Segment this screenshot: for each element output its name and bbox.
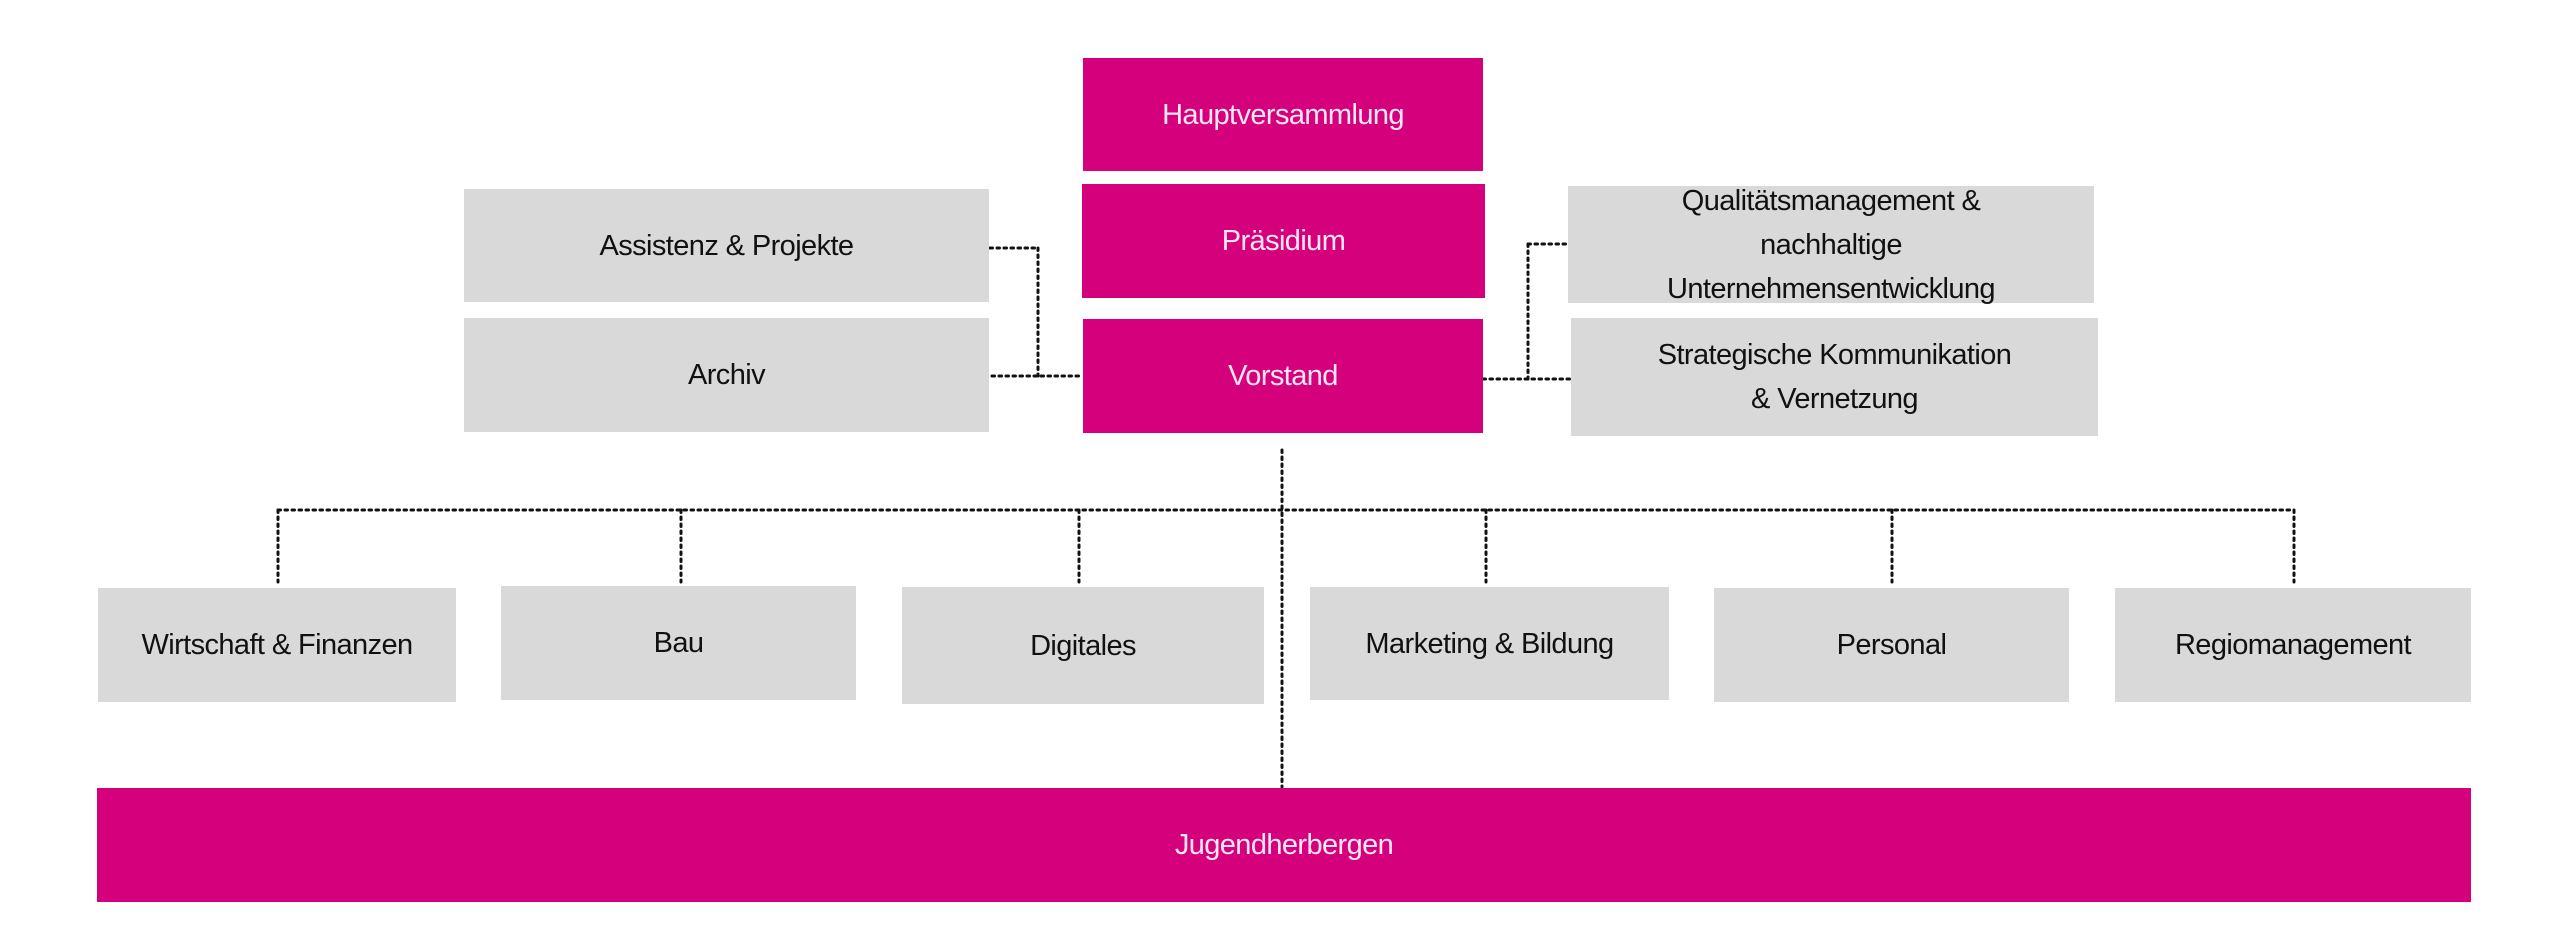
node-label: Vorstand bbox=[1228, 360, 1338, 392]
node-hauptversammlung: Hauptversammlung bbox=[1083, 58, 1483, 171]
node-praesidium: Präsidium bbox=[1082, 184, 1485, 298]
node-label: Archiv bbox=[688, 359, 766, 391]
node-label: Regiomanagement bbox=[2174, 629, 2412, 661]
node-bau: Bau bbox=[501, 586, 856, 700]
node-label: Strategische Kommunikation & Vernetzung bbox=[1657, 339, 2012, 415]
node-personal: Personal bbox=[1714, 588, 2069, 702]
node-assistenz-projekte: Assistenz & Projekte bbox=[464, 189, 989, 302]
node-marketing-bildung: Marketing & Bildung bbox=[1310, 587, 1669, 700]
node-archiv: Archiv bbox=[464, 318, 989, 432]
node-label: Präsidium bbox=[1221, 225, 1346, 257]
node-wirtschaft-finanzen: Wirtschaft & Finanzen bbox=[98, 588, 456, 702]
node-label: Hauptversammlung bbox=[1162, 98, 1404, 131]
node-qualitaetsmanagement: Qualitätsmanagement & nachhaltige Untern… bbox=[1568, 185, 2094, 305]
node-digitales: Digitales bbox=[902, 587, 1264, 704]
node-vorstand: Vorstand bbox=[1083, 319, 1483, 433]
node-label: Jugendherbergen bbox=[1174, 829, 1394, 861]
node-label: Personal bbox=[1836, 629, 1947, 661]
node-label: Qualitätsmanagement & nachhaltige Untern… bbox=[1667, 184, 1996, 305]
node-regiomanagement: Regiomanagement bbox=[2115, 588, 2471, 702]
node-label: Assistenz & Projekte bbox=[599, 229, 855, 262]
node-label: Marketing & Bildung bbox=[1365, 627, 1614, 660]
node-label: Wirtschaft & Finanzen bbox=[141, 629, 413, 661]
node-label: Bau bbox=[653, 627, 704, 659]
node-label: Digitales bbox=[1030, 629, 1136, 662]
node-jugendherbergen: Jugendherbergen bbox=[97, 788, 2471, 902]
node-strategische-kommunikation: Strategische Kommunikation & Vernetzung bbox=[1571, 318, 2098, 436]
